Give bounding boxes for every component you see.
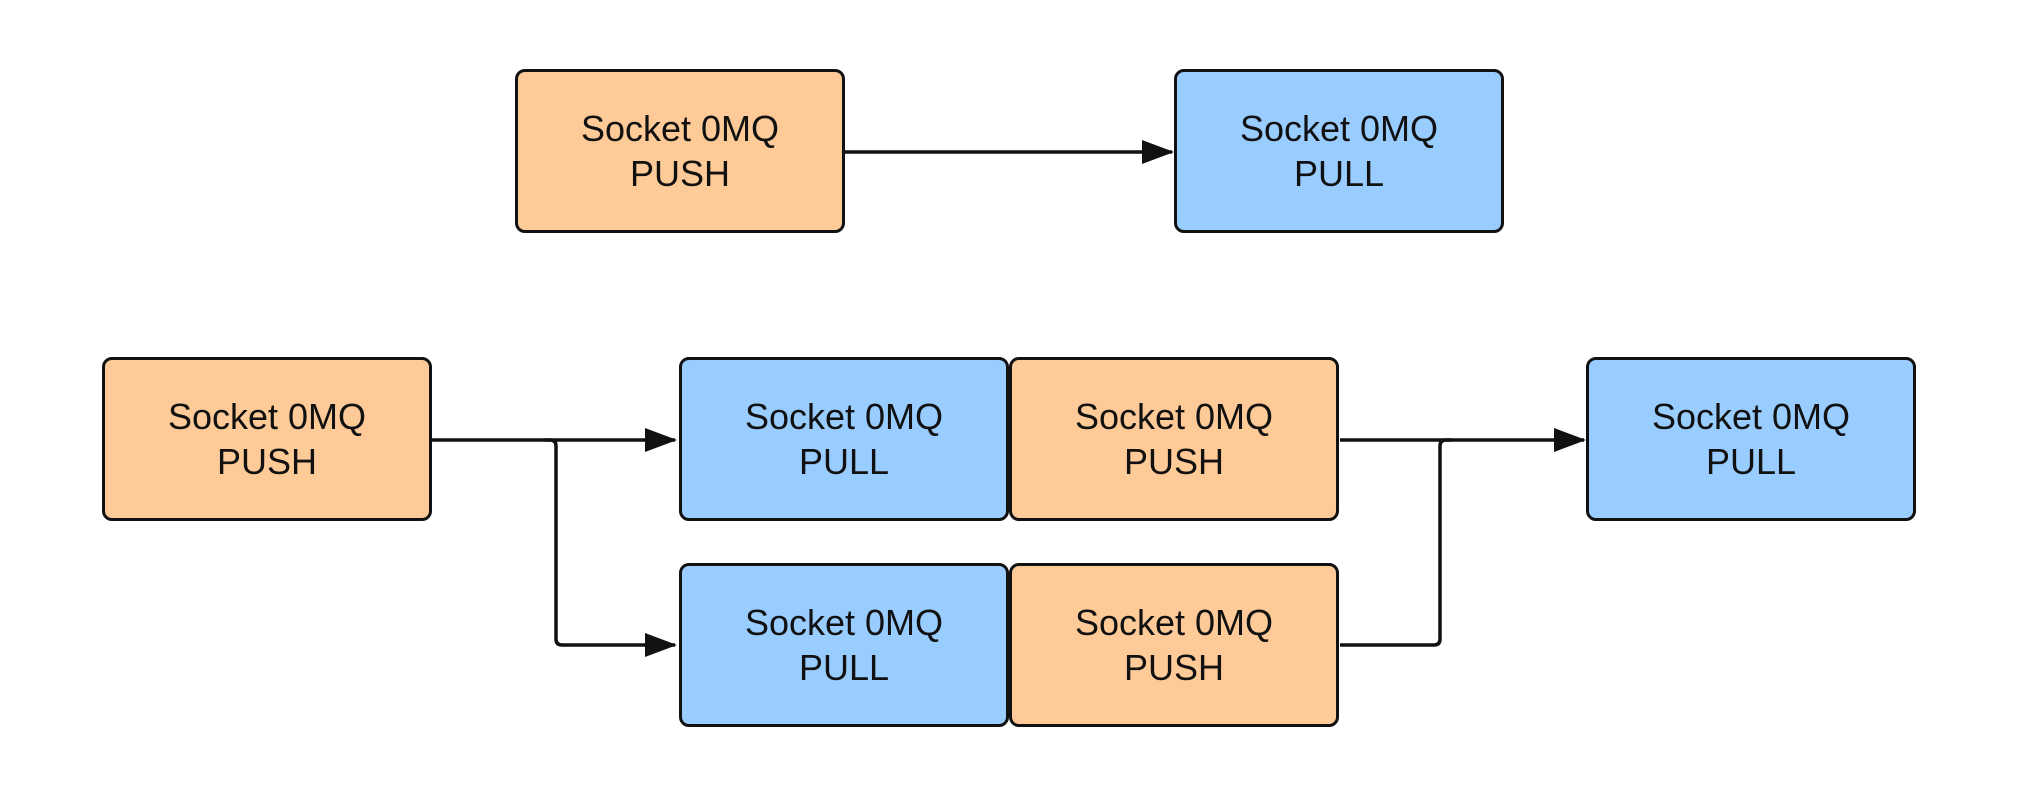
socket-title: Socket 0MQ <box>1651 396 1851 437</box>
socket-type: PULL <box>1293 153 1385 194</box>
socket-title: Socket 0MQ <box>1074 396 1274 437</box>
edge-worker2-to-sink <box>1340 438 1452 647</box>
socket-title: Socket 0MQ <box>1074 602 1274 643</box>
socket-type: PUSH <box>216 441 318 482</box>
socket-type: PUSH <box>1123 441 1225 482</box>
push-socket-top: Socket 0MQ PUSH <box>515 69 845 233</box>
socket-type: PULL <box>798 647 890 688</box>
socket-title: Socket 0MQ <box>744 602 944 643</box>
socket-title: Socket 0MQ <box>167 396 367 437</box>
push-socket-worker2: Socket 0MQ PUSH <box>1009 563 1339 727</box>
socket-type: PULL <box>1705 441 1797 482</box>
pull-socket-worker1: Socket 0MQ PULL <box>679 357 1009 521</box>
socket-title: Socket 0MQ <box>744 396 944 437</box>
socket-title: Socket 0MQ <box>1239 108 1439 149</box>
socket-type: PUSH <box>629 153 731 194</box>
socket-type: PULL <box>798 441 890 482</box>
socket-title: Socket 0MQ <box>580 108 780 149</box>
pull-socket-top: Socket 0MQ PULL <box>1174 69 1504 233</box>
push-socket-worker1: Socket 0MQ PUSH <box>1009 357 1339 521</box>
pull-socket-sink: Socket 0MQ PULL <box>1586 357 1916 521</box>
edge-source-to-worker2 <box>544 438 677 657</box>
socket-type: PUSH <box>1123 647 1225 688</box>
pull-socket-worker2: Socket 0MQ PULL <box>679 563 1009 727</box>
push-socket-source: Socket 0MQ PUSH <box>102 357 432 521</box>
